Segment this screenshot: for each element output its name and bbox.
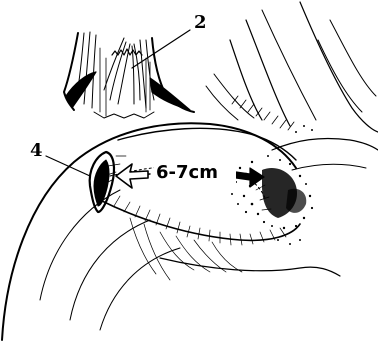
label-4: 4 (30, 140, 43, 161)
label-2: 2 (194, 12, 207, 33)
leader-line-4 (46, 156, 90, 176)
background-tissue (206, 2, 378, 170)
main-organ (2, 123, 340, 340)
inset-view (64, 32, 194, 118)
ostium-opening (90, 152, 114, 212)
distance-label: 6-7cm (156, 162, 218, 183)
